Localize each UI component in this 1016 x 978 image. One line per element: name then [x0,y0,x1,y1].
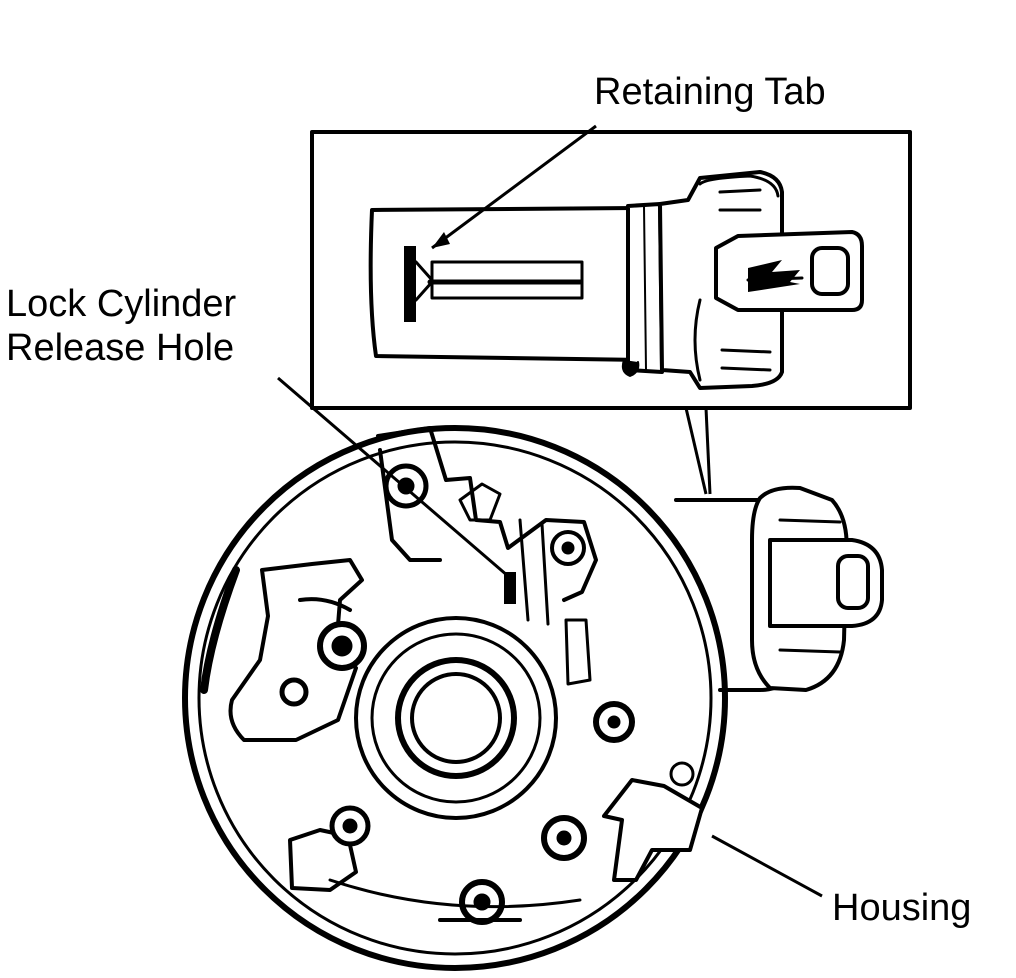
lower-left-bracket [288,828,358,892]
cylinder-slot [430,260,584,300]
leader-retaining-tab [431,124,597,250]
inset-pointer-right [704,407,712,495]
inset-detail [310,130,912,410]
steering-housing [182,425,884,971]
release-hole [504,572,516,604]
hub-bore [395,657,517,779]
label-lock-cylinder-line2: Release Hole [6,327,235,369]
lower-right-step [602,778,704,882]
left-bolt-lower [279,677,309,707]
top-bracket [376,426,598,602]
label-lock-cylinder-release-hole: Lock Cylinder Release Hole [6,282,236,370]
left-lever [228,558,364,742]
inset-pointer-left [684,407,708,495]
inset-frame [310,130,912,410]
label-housing: Housing [832,887,972,929]
housing-inner-ring [197,440,713,956]
label-retaining-tab: Retaining Tab [594,71,826,113]
retaining-tab [404,246,416,322]
label-lock-cylinder-line1: Lock Cylinder [6,283,237,325]
leader-release-hole [277,376,509,578]
leader-housing [711,834,823,898]
